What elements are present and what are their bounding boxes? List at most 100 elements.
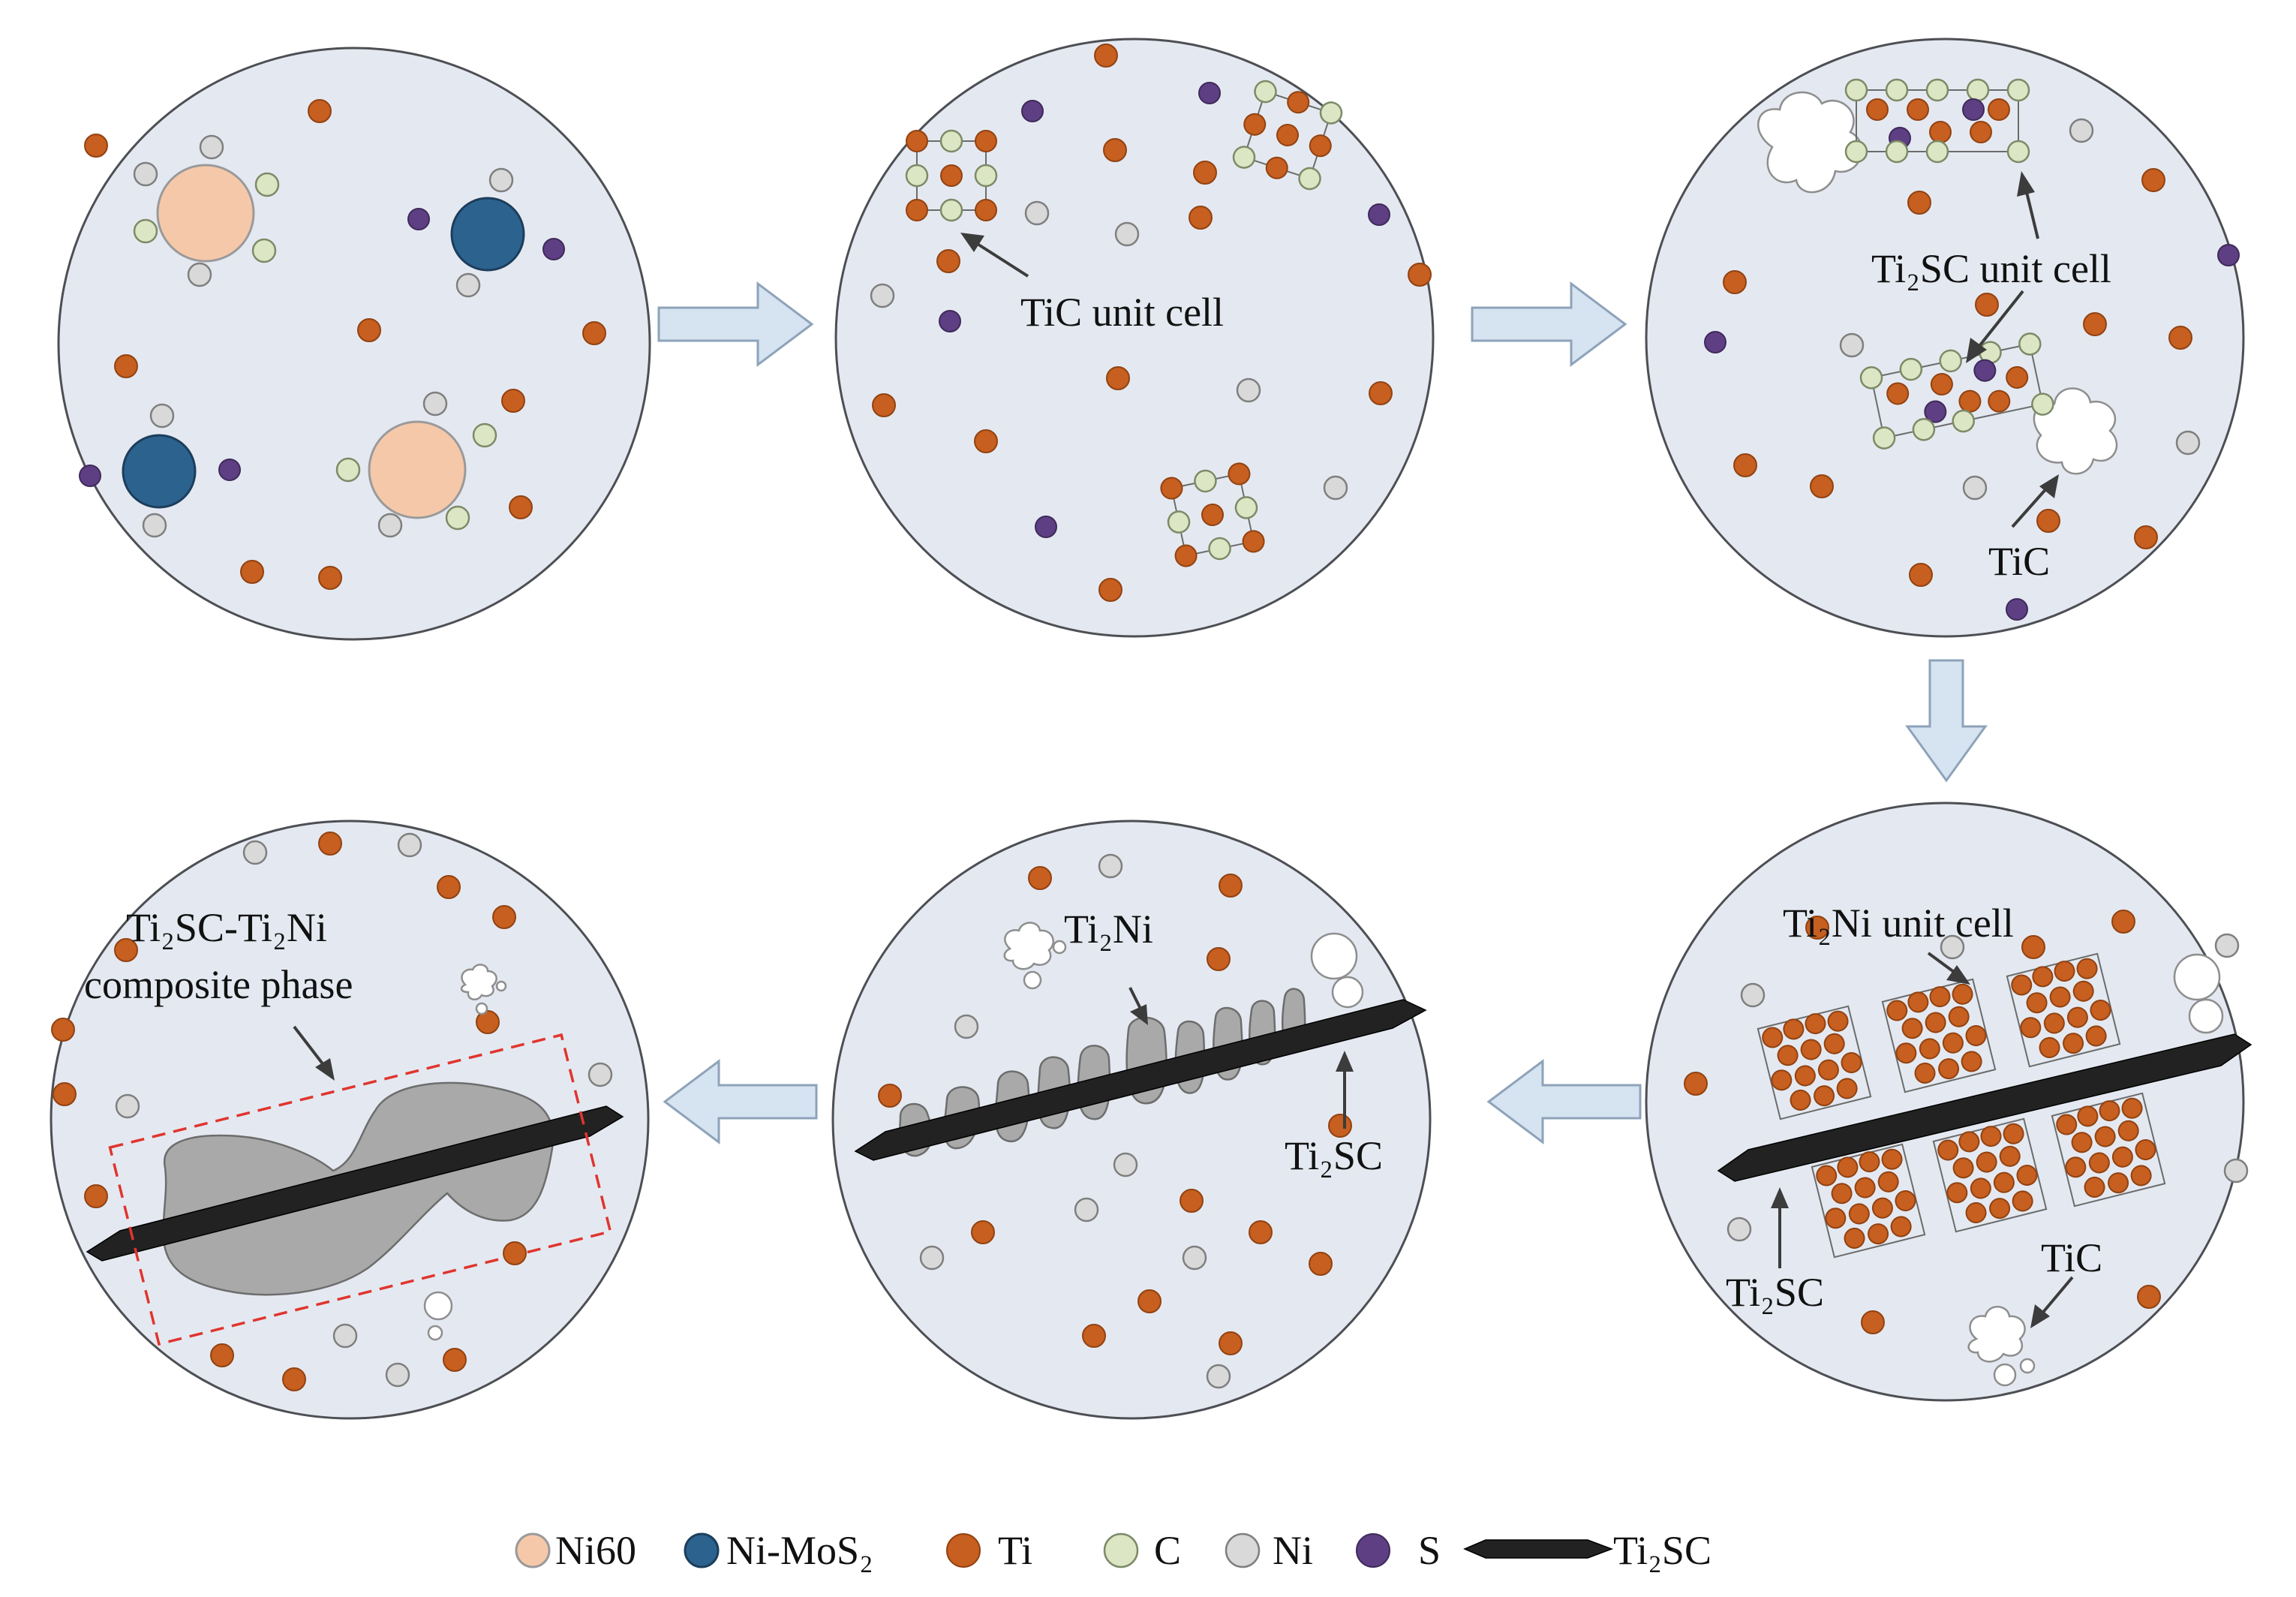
ti-atom — [582, 321, 606, 345]
c-atom — [335, 457, 361, 483]
flow-arrow-4-to-5 — [1486, 1059, 1642, 1144]
stage-3-disc — [1645, 38, 2245, 638]
legend-ti-label: Ti — [998, 1528, 1032, 1573]
tic-pointer — [2039, 1276, 2074, 1316]
tic-particle — [1967, 1306, 2026, 1363]
ti2ni-label: Ti₂Ni — [1064, 907, 1153, 952]
ti2sc-plate — [854, 999, 1427, 1161]
ti2ni-unit-cell-cluster — [2006, 952, 2121, 1068]
ni-atom — [142, 513, 167, 538]
legend-s-swatch — [1356, 1533, 1390, 1568]
tic-unit-cell-cluster — [905, 129, 998, 222]
ti-atom — [501, 389, 525, 413]
ti2sc-plate — [86, 1105, 624, 1262]
ni-atom — [377, 513, 403, 538]
composite-phase-label-line1: Ti₂SC-Ti₂Ni — [126, 905, 327, 950]
ni-atom — [422, 391, 448, 417]
ti2sc-label: Ti₂SC — [1726, 1270, 1824, 1315]
tic-unit-cell-label: TiC unit cell — [1020, 290, 1224, 335]
ti-atom — [509, 495, 533, 519]
tic-unit-cell-pointer — [972, 240, 1029, 278]
ni-atom — [488, 167, 514, 193]
ni-atom — [199, 134, 224, 160]
ti-atom — [84, 134, 108, 158]
legend-ti2sc-label: Ti₂SC — [1613, 1528, 1711, 1573]
ti2ni-unit-cell-cluster — [1757, 1005, 1872, 1120]
c-atom — [254, 172, 280, 197]
stage-5-content: Ti₂Ni Ti₂SC — [854, 853, 1427, 1389]
ni-atom — [149, 403, 175, 429]
tic-particle — [460, 964, 497, 1001]
stage-2-disc — [834, 38, 1435, 638]
legend-ni-mos2-label: Ni-MoS₂ — [726, 1528, 873, 1573]
legend: Ni60 Ni-MoS₂ Ti C Ni S Ti₂SC — [515, 1528, 1711, 1573]
tic-unit-cell-cluster — [1232, 80, 1343, 191]
c-atom — [472, 423, 497, 448]
ni-mos2-particle — [450, 197, 525, 272]
s-atom — [79, 465, 101, 487]
stage-5-disc — [831, 820, 1432, 1420]
legend-ti2sc-swatch — [1463, 1539, 1614, 1559]
ti-atom — [114, 354, 138, 378]
tic-unit-cell-cluster — [1160, 462, 1265, 567]
ti-atom — [308, 99, 332, 123]
legend-ni60-label: Ni60 — [555, 1528, 636, 1573]
ti2sc-unit-cell-pointer — [1975, 290, 2024, 351]
ti2sc-unit-cell-cluster — [1844, 78, 2030, 164]
composite-phase-pointer — [293, 1025, 326, 1067]
ni-atom — [133, 161, 158, 187]
legend-c-label: C — [1154, 1528, 1181, 1573]
tic-particle — [1003, 922, 1054, 970]
stage-4-content: Ti₂Ni unit cell Ti₂SC TiC — [1684, 901, 2252, 1387]
s-atom — [407, 208, 430, 230]
ti2ni-pointer — [1128, 987, 1142, 1009]
ti2ni-unit-cell-label: Ti₂Ni unit cell — [1783, 901, 2014, 946]
ti2sc-plate — [1717, 1033, 2252, 1182]
ti-atom — [240, 560, 264, 584]
stage-1-disc — [57, 47, 651, 641]
composite-phase-highlight-box — [108, 1033, 612, 1346]
flow-arrow-2-to-3 — [1471, 281, 1627, 367]
tic-label: TiC — [1988, 539, 2050, 584]
c-atom — [445, 505, 470, 531]
ni60-particle — [156, 164, 255, 263]
tic-particle — [2033, 387, 2118, 475]
c-atom — [133, 218, 158, 244]
ti2ni-unit-cell-cluster — [1932, 1117, 2048, 1233]
ti2ni-unit-cell-pointer — [1927, 952, 1958, 976]
s-atom — [542, 238, 565, 260]
ti2sc-unit-cell-pointer — [2024, 188, 2039, 239]
legend-c-swatch — [1103, 1532, 1139, 1568]
ti2ni-unit-cell-cluster — [1881, 978, 1997, 1093]
tic-pointer — [2011, 485, 2050, 528]
stage-4-disc — [1645, 802, 2245, 1402]
ti-atom — [357, 318, 381, 342]
legend-ni-mos2-swatch — [684, 1532, 720, 1568]
flow-arrow-1-to-2 — [657, 281, 814, 367]
stage-1-content — [79, 99, 606, 590]
legend-s-label: S — [1418, 1528, 1441, 1573]
stage-2-content: TiC unit cell — [870, 44, 1432, 602]
composite-phase-label-line2: composite phase — [84, 962, 353, 1007]
legend-ni60-swatch — [515, 1532, 551, 1568]
flow-arrow-5-to-6 — [663, 1059, 818, 1144]
ni-atom — [455, 272, 481, 298]
ni-mos2-particle — [122, 434, 197, 509]
ti2ni-unit-cell-cluster — [2051, 1092, 2166, 1208]
tic-particle — [1757, 91, 1863, 194]
ti2sc-unit-cell-cluster — [1859, 332, 2054, 450]
legend-ni-swatch — [1225, 1532, 1261, 1568]
ni-atom — [187, 262, 212, 287]
legend-ti-swatch — [946, 1533, 981, 1568]
ti2sc-label: Ti₂SC — [1285, 1133, 1383, 1178]
c-atom — [251, 238, 277, 263]
stage-6-content: Ti₂SC-Ti₂Ni composite phase — [51, 832, 624, 1391]
legend-ni-label: Ni — [1273, 1528, 1313, 1573]
ti2ni-unit-cell-cluster — [1811, 1143, 1926, 1259]
s-atom — [218, 459, 241, 481]
ti-atom — [318, 566, 342, 590]
stage-3-content: Ti₂SC unit cell TiC — [1704, 78, 2240, 621]
flow-arrow-3-to-4 — [1905, 659, 1988, 783]
ti2sc-unit-cell-label: Ti₂SC unit cell — [1871, 246, 2111, 291]
